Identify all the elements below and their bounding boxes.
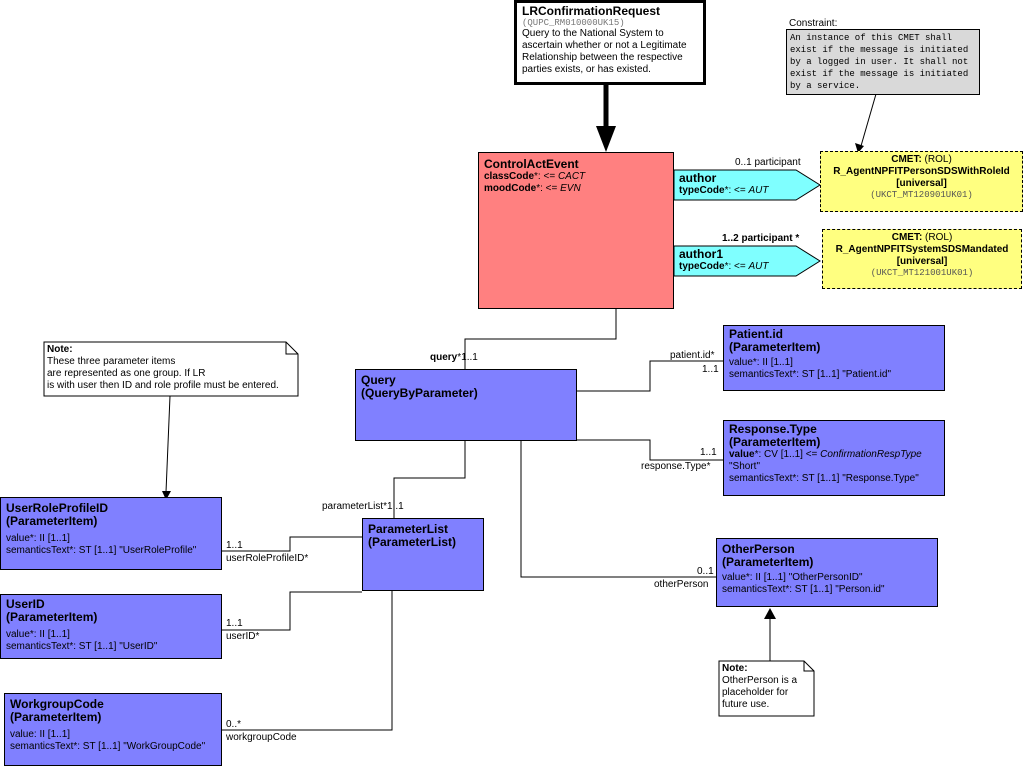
author1-arrow[interactable]: author1 typeCode*: <= AUT — [679, 247, 769, 273]
note1-arrow-head — [162, 491, 171, 500]
other-person-role-label: otherPerson — [654, 579, 709, 590]
other-person-box[interactable]: OtherPerson (ParameterItem) value*: II [… — [716, 538, 938, 607]
control-act-title: ControlActEvent — [484, 157, 579, 171]
response-type-box[interactable]: Response.Type (ParameterItem) value*: CV… — [723, 420, 945, 496]
constraint-line-4: exist if the message is initiated — [790, 69, 969, 79]
user-role-profile-box[interactable]: UserRoleProfileID (ParameterItem) value*… — [0, 497, 222, 570]
constraint-line-2: exist if the message is initiated — [790, 45, 969, 55]
workgroup-title: WorkgroupCode — [10, 697, 104, 711]
response-mult-label: 1..1 — [700, 447, 717, 458]
workgroup-mult-label: 0..* — [226, 719, 242, 730]
parameter-list-box[interactable]: ParameterList (ParameterList) — [362, 518, 484, 591]
lr-request-id: (QUPC_RM010000UK15) — [522, 18, 625, 28]
class-code-label: classCode — [484, 171, 535, 182]
lr-request-desc-2: ascertain whether or not a Legitimate — [522, 40, 687, 51]
patient-title: Patient.id — [729, 327, 784, 341]
user-id-mult-label: 1..1 — [226, 618, 243, 629]
author1-title: author1 — [679, 247, 724, 261]
constraint-box[interactable]: An instance of this CMET shall exist if … — [786, 29, 980, 95]
other-person-connector — [520, 441, 716, 578]
workgroup-connector — [222, 591, 393, 731]
param-list-title: ParameterList — [368, 522, 449, 536]
patient-mult-label: 1..1 — [702, 364, 719, 375]
author-arrow[interactable]: author typeCode*: <= AUT — [679, 171, 769, 197]
response-title: Response.Type — [729, 422, 817, 436]
workgroup-role-label: workgroupCode — [226, 732, 297, 743]
author-arrow-shape — [673, 169, 821, 201]
user-role-title: UserRoleProfileID — [6, 501, 109, 515]
lr-request-desc-3: Relationship between the respective — [522, 52, 683, 63]
mood-code-label: moodCode — [484, 183, 537, 194]
query-connector — [464, 308, 617, 370]
param-list-connector — [393, 441, 466, 518]
cmet1-name: R_AgentNPFITPersonSDSWithRoleId — [833, 166, 1010, 177]
patient-id-box[interactable]: Patient.id (ParameterItem) value*: II [1… — [723, 325, 945, 391]
user-id-connector — [222, 591, 362, 631]
constraint-line-1: An instance of this CMET shall — [790, 33, 953, 43]
query-rel-label: query*1..1 — [430, 352, 478, 363]
other-person-mult-label: 0..1 — [697, 566, 714, 577]
note2: Note: OtherPerson is a placeholder for f… — [722, 663, 798, 710]
query-title: Query — [361, 373, 396, 387]
patient-connector — [576, 360, 723, 392]
control-act-event-box[interactable]: ControlActEvent classCode*: <= CACT mood… — [478, 152, 674, 309]
user-id-role-label: userID* — [226, 631, 260, 642]
response-role-label: response.Type* — [641, 461, 711, 472]
lr-request-title: LRConfirmationRequest — [522, 4, 660, 18]
user-role-connector — [222, 536, 362, 552]
author1-participant-label: 1..2 participant * — [722, 233, 800, 244]
user-role-role-label: userRoleProfileID* — [226, 553, 309, 564]
note1-pointer — [165, 395, 171, 493]
constraint-line-5: by a service. — [790, 81, 861, 91]
query-box[interactable]: Query (QueryByParameter) — [355, 369, 577, 441]
constraint-line-3: by a logged in user. It shall not — [790, 57, 969, 67]
user-role-mult-label: 1..1 — [226, 540, 243, 551]
other-person-title: OtherPerson — [722, 542, 795, 556]
author-title: author — [679, 171, 717, 185]
author1-arrow-shape — [673, 245, 821, 277]
constraint-arrow-head — [855, 143, 864, 153]
author-participant-label: 0..1 participant — [735, 157, 801, 168]
constraint-pointer — [860, 93, 877, 147]
cmet-system-sds-box[interactable]: CMET: (ROL) R_AgentNPFITSystemSDSMandate… — [822, 229, 1022, 289]
user-id-box[interactable]: UserID (ParameterItem) value*: II [1..1]… — [0, 594, 222, 659]
param-list-rel-label: parameterList*1..1 — [322, 501, 404, 512]
cmet-person-sds-box[interactable]: CMET: (ROL) R_AgentNPFITPersonSDSWithRol… — [820, 151, 1023, 212]
workgroup-code-box[interactable]: WorkgroupCode (ParameterItem) value: II … — [4, 693, 222, 766]
lr-request-desc-1: Query to the National System to — [522, 28, 664, 39]
note2-arrow-head — [764, 608, 776, 619]
user-id-title: UserID — [6, 597, 45, 611]
constraint-title: Constraint: — [789, 18, 838, 30]
lr-confirmation-request-box[interactable]: LRConfirmationRequest (QUPC_RM010000UK15… — [514, 0, 706, 85]
patient-role-label: patient.id* — [670, 350, 715, 361]
entry-arrow-head — [596, 126, 616, 152]
cmet2-name: R_AgentNPFITSystemSDSMandated — [835, 244, 1009, 255]
note1: Note: These three parameter items are re… — [47, 344, 279, 391]
response-connector — [576, 439, 723, 461]
lr-request-desc-4: parties exists, or has existed. — [522, 64, 651, 75]
